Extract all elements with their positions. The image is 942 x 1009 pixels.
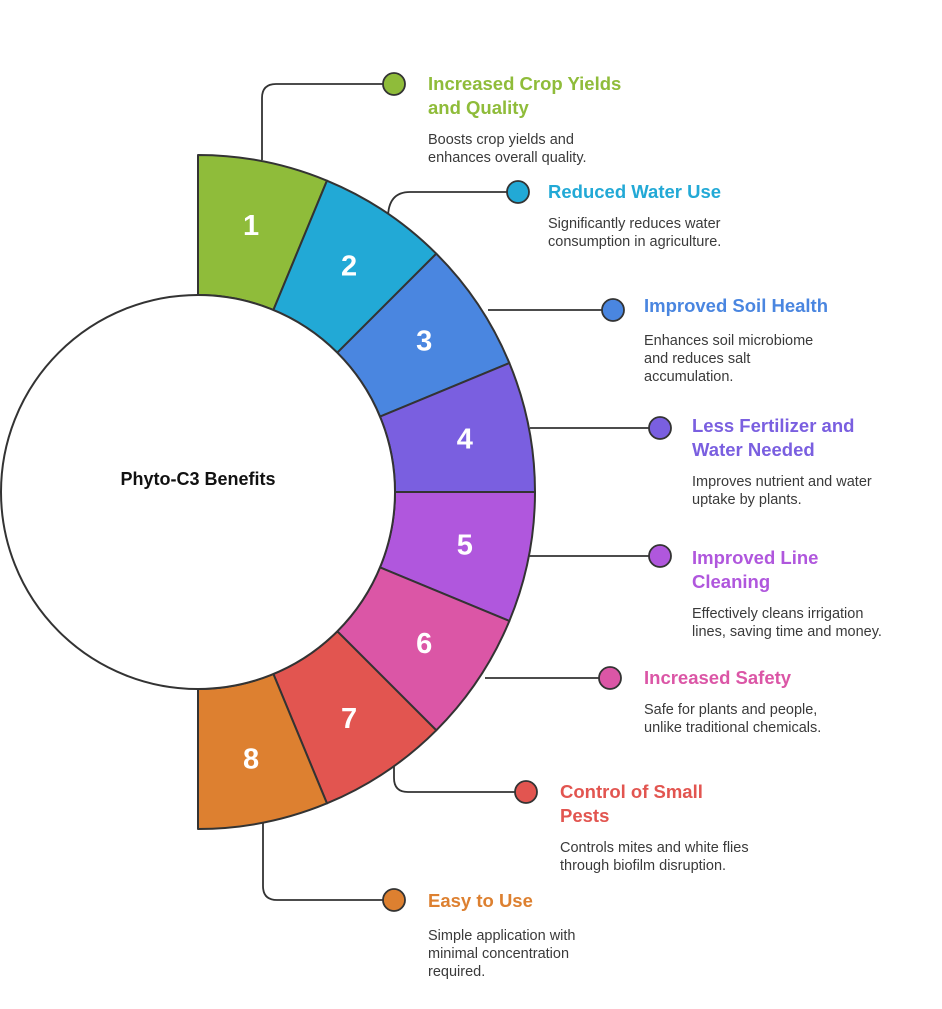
benefit-desc-line: Controls mites and white flies — [560, 840, 749, 856]
connector-line-2 — [387, 191, 518, 219]
benefit-desc-2: Significantly reduces water consumption i… — [548, 215, 721, 251]
benefit-title-line: Increased Safety — [644, 667, 792, 688]
benefit-desc-line: Effectively cleans irrigation — [692, 606, 864, 622]
benefit-title-line: Cleaning — [692, 571, 771, 592]
center-circle — [0, 294, 396, 690]
benefit-desc-line: uptake by plants. — [692, 492, 802, 508]
segment-number-3: 3 — [416, 326, 432, 358]
benefit-title-line: Improved Soil Health — [644, 295, 829, 316]
benefit-desc-line: required. — [428, 964, 486, 980]
center-title: Phyto-C3 Benefits — [120, 469, 275, 489]
connector-dot-6 — [598, 666, 622, 690]
segment-number-6: 6 — [416, 628, 432, 660]
connector-dot-7 — [514, 780, 538, 804]
benefit-title-8: Easy to Use — [428, 889, 533, 913]
connector-dot-4 — [648, 416, 672, 440]
segment-number-5: 5 — [457, 530, 473, 562]
segment-number-2: 2 — [341, 250, 357, 282]
connector-line-1 — [261, 83, 394, 160]
benefit-desc-3: Enhances soil microbiome and reduces salt… — [644, 332, 813, 386]
benefit-title-3: Improved Soil Health — [644, 294, 828, 318]
benefit-desc-line: minimal concentration — [428, 946, 570, 962]
benefit-title-line: Pests — [560, 805, 610, 826]
benefit-title-line: and Quality — [428, 97, 529, 118]
benefit-desc-line: Improves nutrient and water — [692, 474, 872, 490]
connector-line-7 — [393, 762, 526, 793]
benefit-title-line: Less Fertilizer and — [692, 415, 855, 436]
benefit-title-2: Reduced Water Use — [548, 180, 721, 204]
benefit-title-6: Increased Safety — [644, 666, 791, 690]
connector-dot-5 — [648, 544, 672, 568]
benefit-title-1: Increased Crop Yields and Quality — [428, 72, 621, 120]
connector-dot-2 — [506, 180, 530, 204]
benefit-desc-line: through biofilm disruption. — [560, 858, 727, 874]
segment-number-1: 1 — [243, 210, 259, 242]
benefit-title-line: Reduced Water Use — [548, 181, 722, 202]
connector-dot-3 — [601, 298, 625, 322]
benefit-desc-line: accumulation. — [644, 369, 734, 385]
benefit-title-line: Increased Crop Yields — [428, 73, 622, 94]
segment-number-4: 4 — [457, 424, 473, 456]
benefit-desc-7: Controls mites and white flies through bi… — [560, 839, 749, 875]
benefit-desc-6: Safe for plants and people, unlike tradit… — [644, 701, 821, 737]
benefit-title-line: Control of Small — [560, 781, 703, 802]
benefit-desc-line: Boosts crop yields and — [428, 132, 574, 148]
benefit-desc-4: Improves nutrient and water uptake by pla… — [692, 473, 872, 509]
connector-dot-8 — [382, 888, 406, 912]
benefit-title-line: Water Needed — [692, 439, 815, 460]
benefit-title-line: Easy to Use — [428, 890, 533, 911]
benefit-desc-8: Simple application with minimal concentra… — [428, 927, 576, 981]
benefit-desc-line: and reduces salt — [644, 351, 751, 367]
segment-number-8: 8 — [243, 743, 259, 775]
benefit-desc-line: Enhances soil microbiome — [644, 333, 814, 349]
connector-line-8 — [262, 822, 394, 901]
benefit-desc-1: Boosts crop yields and enhances overall q… — [428, 131, 587, 167]
benefit-desc-5: Effectively cleans irrigation lines, savi… — [692, 605, 882, 641]
connector-dot-1 — [382, 72, 406, 96]
benefit-desc-line: enhances overall quality. — [428, 150, 587, 166]
benefit-desc-line: Significantly reduces water — [548, 216, 721, 232]
benefit-title-line: Improved Line — [692, 547, 819, 568]
benefit-desc-line: unlike traditional chemicals. — [644, 720, 822, 736]
segment-number-7: 7 — [341, 703, 357, 735]
benefit-desc-line: lines, saving time and money. — [692, 624, 882, 640]
benefit-desc-line: Simple application with — [428, 928, 576, 944]
benefit-desc-line: Safe for plants and people, — [644, 702, 818, 718]
benefit-desc-line: consumption in agriculture. — [548, 234, 722, 250]
